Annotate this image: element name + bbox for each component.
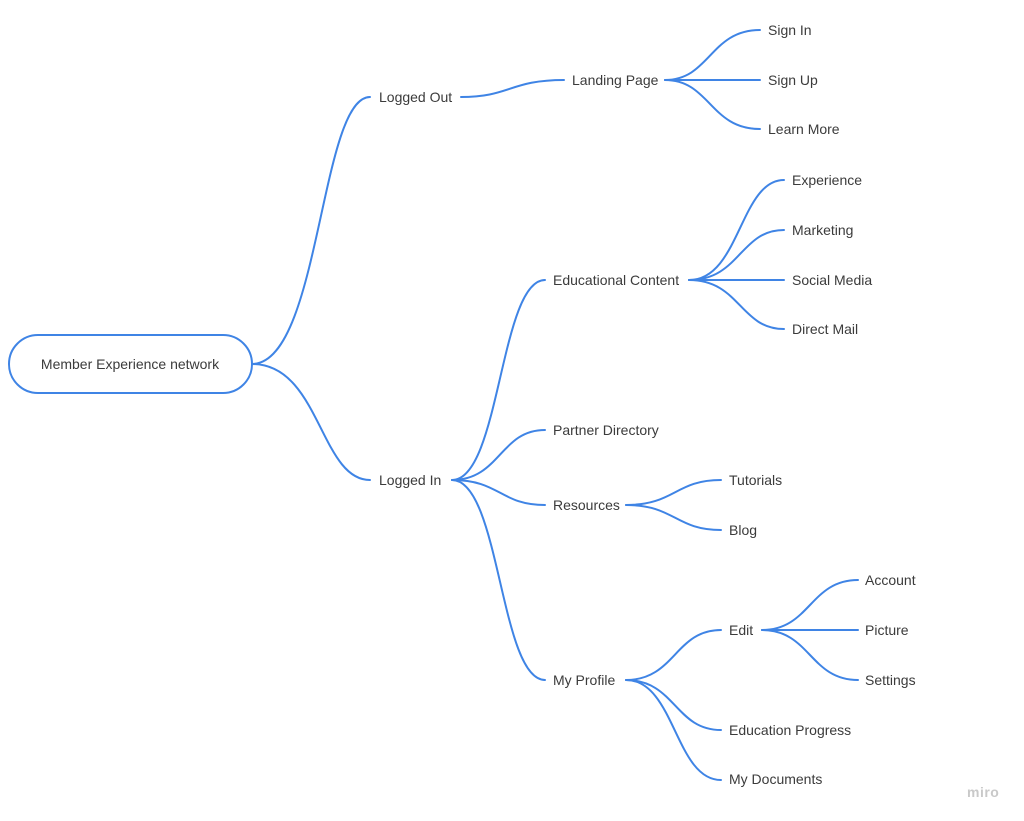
node-direct-mail[interactable]: Direct Mail (792, 321, 858, 337)
edge-profile-edit (625, 629, 722, 681)
node-learn-more[interactable]: Learn More (768, 121, 840, 137)
node-landing-page[interactable]: Landing Page (572, 72, 659, 88)
node-logged-in[interactable]: Logged In (379, 472, 441, 488)
node-logged-out[interactable]: Logged Out (379, 89, 452, 105)
node-labels: Logged Out Landing Page Sign In Sign Up … (379, 22, 916, 787)
edge-educational-marketing (688, 229, 785, 281)
edge-root-logged-out (251, 96, 371, 365)
edge-resources-tutorials (625, 479, 722, 506)
edge-educational-experience (688, 179, 785, 281)
edge-logged-in-partner (451, 429, 546, 481)
edge-edit-settings (761, 629, 859, 681)
edge-logged-in-profile (451, 479, 546, 681)
node-my-profile[interactable]: My Profile (553, 672, 615, 688)
node-my-documents[interactable]: My Documents (729, 771, 822, 787)
edge-profile-documents (625, 679, 722, 781)
root-node[interactable]: Member Experience network (8, 334, 253, 394)
node-picture[interactable]: Picture (865, 622, 909, 638)
node-blog[interactable]: Blog (729, 522, 757, 538)
node-edit[interactable]: Edit (729, 622, 753, 638)
edge-educational-direct-mail (688, 279, 785, 330)
node-tutorials[interactable]: Tutorials (729, 472, 782, 488)
edge-logged-in-educational (451, 279, 546, 481)
edges (251, 29, 859, 781)
edge-landing-learn-more (664, 79, 761, 130)
node-partner-directory[interactable]: Partner Directory (553, 422, 659, 438)
node-educational-content[interactable]: Educational Content (553, 272, 679, 288)
root-node-box[interactable] (8, 334, 253, 394)
root-node-label: Member Experience network (41, 356, 220, 372)
node-settings[interactable]: Settings (865, 672, 916, 688)
node-experience[interactable]: Experience (792, 172, 862, 188)
node-social-media[interactable]: Social Media (792, 272, 872, 288)
node-education-progress[interactable]: Education Progress (729, 722, 851, 738)
node-account[interactable]: Account (865, 572, 916, 588)
edge-logged-out-landing (460, 79, 565, 98)
edge-root-logged-in (251, 363, 371, 481)
node-sign-up[interactable]: Sign Up (768, 72, 818, 88)
edge-profile-education-progress (625, 679, 722, 731)
node-marketing[interactable]: Marketing (792, 222, 853, 238)
edge-edit-account (761, 579, 859, 631)
node-resources[interactable]: Resources (553, 497, 620, 513)
miro-watermark: miro (967, 784, 999, 800)
edge-logged-in-resources (451, 479, 546, 506)
edge-landing-sign-in (664, 29, 761, 81)
edge-resources-blog (625, 504, 722, 531)
node-sign-in[interactable]: Sign In (768, 22, 812, 38)
